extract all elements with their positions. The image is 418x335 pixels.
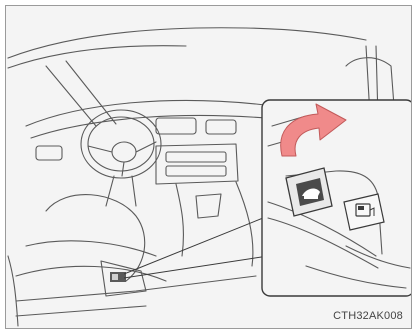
lever-location-marker (110, 272, 126, 282)
zoom-inset-panel (262, 100, 412, 296)
car-interior-illustration (6, 6, 412, 329)
figure-code-label: CTH32AK008 (331, 310, 405, 322)
figure-frame: CTH32AK008 (5, 5, 412, 329)
leader-line (124, 216, 268, 278)
